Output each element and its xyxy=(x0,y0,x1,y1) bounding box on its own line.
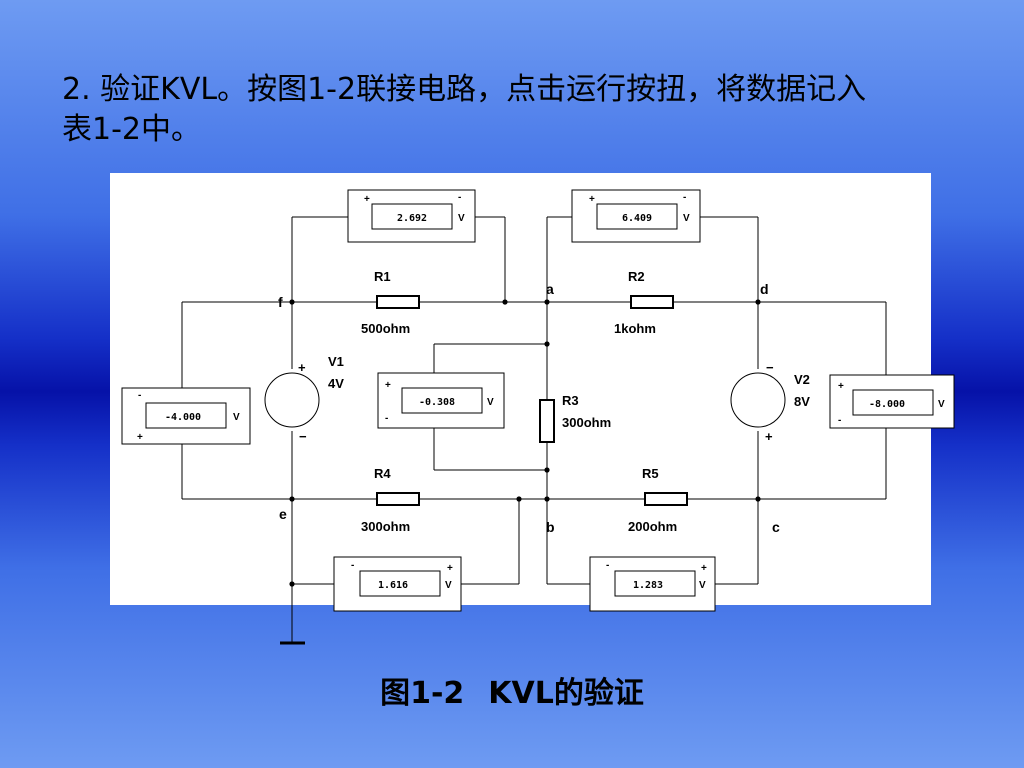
node-a-label: a xyxy=(546,281,554,297)
voltmeter-r1-minus: - xyxy=(458,192,461,203)
voltmeter-r5-minus: - xyxy=(606,560,609,571)
caption-text: KVL的验证 xyxy=(488,676,644,711)
figure-caption: 图1-2 KVL的验证 xyxy=(0,668,1024,712)
title-line-1: 2. 验证KVL。按图1-2联接电路，点击运行按扭，将数据记入 xyxy=(62,72,867,107)
voltmeter-r5: 1.283 V - + xyxy=(589,556,716,612)
voltmeter-r3: -0.308 V + - xyxy=(377,372,505,429)
v2-name: V2 xyxy=(794,372,810,387)
voltmeter-v1-minus: - xyxy=(138,390,141,401)
voltmeter-r4-unit: V xyxy=(445,580,452,591)
node-e-label: e xyxy=(279,506,287,522)
voltmeter-v1-reading: -4.000 xyxy=(165,412,201,423)
voltmeter-r2-plus: + xyxy=(589,194,595,205)
r4-value: 300ohm xyxy=(361,519,410,534)
voltmeter-r3-plus: + xyxy=(385,380,391,391)
voltmeter-r4-plus: + xyxy=(447,563,453,574)
voltmeter-r5-reading: 1.283 xyxy=(633,580,663,591)
voltmeter-v2-plus: + xyxy=(838,381,844,392)
resistor-r4 xyxy=(376,492,420,506)
node-f-label: f xyxy=(278,294,283,310)
v1-plus: + xyxy=(298,360,306,375)
voltmeter-r1-unit: V xyxy=(458,213,465,224)
junction-dots xyxy=(289,299,761,587)
voltmeter-r2-reading: 6.409 xyxy=(622,213,652,224)
source-v2 xyxy=(730,372,786,428)
r1-value: 500ohm xyxy=(361,321,410,336)
r3-name: R3 xyxy=(562,393,579,408)
r5-value: 200ohm xyxy=(628,519,677,534)
r2-value: 1kohm xyxy=(614,321,656,336)
voltmeter-v1-unit: V xyxy=(233,412,240,423)
v1-minus: − xyxy=(299,429,307,444)
source-v1 xyxy=(264,372,320,428)
voltmeter-r2-unit: V xyxy=(683,213,690,224)
voltmeter-v1: -4.000 V - + xyxy=(121,387,251,445)
voltmeter-r1: 2.692 V + - xyxy=(347,189,476,243)
resistor-r2 xyxy=(630,295,674,309)
v2-value: 8V xyxy=(794,394,810,409)
v2-minus: − xyxy=(766,360,774,375)
v1-value: 4V xyxy=(328,376,344,391)
r2-name: R2 xyxy=(628,269,645,284)
voltmeter-r5-plus: + xyxy=(701,563,707,574)
voltmeter-r1-plus: + xyxy=(364,194,370,205)
resistor-r1 xyxy=(376,295,420,309)
r1-name: R1 xyxy=(374,269,391,284)
voltmeter-r4-minus: - xyxy=(351,560,354,571)
voltmeter-v2: -8.000 V + - xyxy=(829,374,955,429)
voltmeter-r1-reading: 2.692 xyxy=(397,213,427,224)
voltmeter-r5-unit: V xyxy=(699,580,706,591)
voltmeter-v2-minus: - xyxy=(838,415,841,426)
slide-title: 2. 验证KVL。按图1-2联接电路，点击运行按扭，将数据记入 表1-2中。 xyxy=(62,70,982,150)
voltmeter-r3-reading: -0.308 xyxy=(419,397,455,408)
voltmeter-r2: 6.409 V + - xyxy=(571,189,701,243)
resistor-r5 xyxy=(644,492,688,506)
node-b-label: b xyxy=(546,519,555,535)
node-c-label: c xyxy=(772,519,780,535)
voltmeter-v1-plus: + xyxy=(137,432,143,443)
voltmeter-r3-minus: - xyxy=(385,413,388,424)
caption-number: 图1-2 xyxy=(380,676,465,711)
wires xyxy=(181,216,887,643)
voltmeter-r3-unit: V xyxy=(487,397,494,408)
voltmeter-r4: 1.616 V - + xyxy=(333,556,462,612)
r5-name: R5 xyxy=(642,466,659,481)
node-d-label: d xyxy=(760,281,769,297)
title-line-2: 表1-2中。 xyxy=(62,112,201,147)
r3-value: 300ohm xyxy=(562,415,611,430)
r4-name: R4 xyxy=(374,466,391,481)
resistor-r3 xyxy=(539,399,555,443)
voltmeter-r2-minus: - xyxy=(683,192,686,203)
v1-name: V1 xyxy=(328,354,344,369)
voltmeter-v2-unit: V xyxy=(938,399,945,410)
voltmeter-v2-reading: -8.000 xyxy=(869,399,905,410)
v2-plus: + xyxy=(765,429,773,444)
voltmeter-r4-reading: 1.616 xyxy=(378,580,408,591)
